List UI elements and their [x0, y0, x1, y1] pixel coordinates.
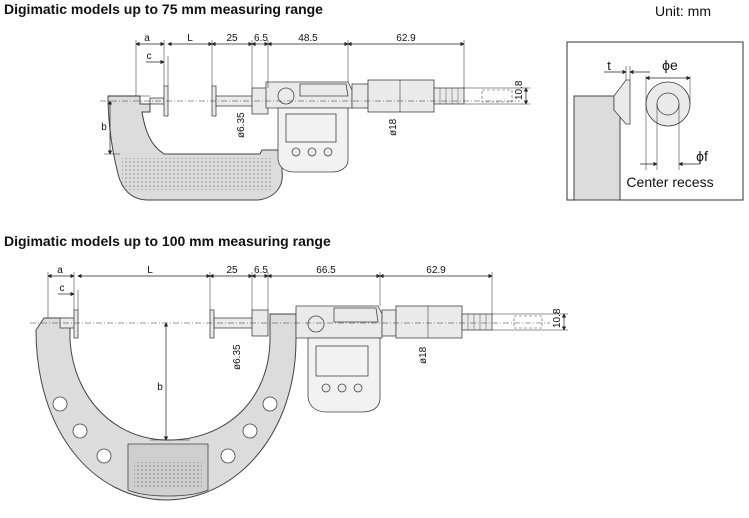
top-micrometer: a c L 25 6.5 48.5 62.9 b ø6.35 ø18 10.8 [100, 33, 530, 201]
bottom-anvil-disc [73, 309, 79, 339]
top-lock-knob [277, 87, 295, 105]
top-dim-L: L [187, 33, 193, 44]
detail-phi-e: ϕe [662, 57, 678, 73]
top-thimble [367, 79, 435, 113]
bottom-button-1 [321, 383, 331, 393]
bottom-dim-c: c [60, 283, 65, 294]
bottom-dim-66-5: 66.5 [316, 265, 336, 276]
bottom-dim-L: L [147, 265, 153, 276]
bottom-dim-10-8: 10.8 [552, 308, 563, 328]
unit-label: Unit: mm [655, 3, 711, 19]
top-dim-phi18: ø18 [388, 118, 399, 136]
bottom-dim-25: 25 [226, 265, 238, 276]
detail-center-recess: Center recess [626, 174, 713, 190]
detail-phi-f: ϕf [696, 148, 708, 164]
top-dim-48-5: 48.5 [298, 33, 318, 44]
top-dim-10-8: 10.8 [514, 80, 525, 100]
bottom-dim-a: a [57, 265, 63, 276]
top-dim-62-9: 62.9 [396, 33, 416, 44]
bottom-micrometer: a c L 25 6.5 66.5 62.9 b ø6.35 ø18 10.8 [30, 265, 568, 501]
top-dim-6-5: 6.5 [254, 33, 268, 44]
bottom-thimble [395, 305, 463, 339]
bottom-button-2 [337, 383, 347, 393]
bottom-spindle-disc [209, 309, 215, 339]
top-dim-c: c [147, 51, 152, 62]
bottom-grip-texture [134, 462, 202, 488]
top-button-3 [323, 147, 333, 157]
bottom-dim-62-9: 62.9 [426, 265, 446, 276]
top-button-2 [307, 147, 317, 157]
bottom-dim-b: b [157, 382, 163, 393]
title-top: Digimatic models up to 75 mm measuring r… [4, 1, 323, 17]
top-button-1 [291, 147, 301, 157]
top-barrel [351, 83, 369, 109]
top-dim-b: b [101, 122, 107, 133]
bottom-dim-phi18: ø18 [418, 346, 429, 364]
title-bottom: Digimatic models up to 100 mm measuring … [4, 233, 331, 249]
top-dim-phi635: ø6.35 [236, 112, 247, 138]
top-ratchet-band [299, 83, 349, 97]
top-dim-a: a [144, 33, 150, 44]
detail-t: t [607, 58, 611, 73]
top-dim-25: 25 [226, 33, 238, 44]
top-lcd-screen [285, 113, 337, 143]
detail-face-recess [656, 92, 680, 116]
top-ratchet [433, 87, 465, 105]
center-recess-detail: t ϕe ϕf Center recess [566, 41, 744, 201]
detail-anvil-body [573, 95, 621, 201]
bottom-lock-knob [307, 315, 325, 333]
bottom-ratchet-band [333, 307, 379, 323]
bottom-dim-phi635: ø6.35 [232, 344, 243, 370]
bottom-lcd-screen [315, 345, 369, 377]
bottom-ratchet [461, 313, 493, 331]
bottom-button-3 [353, 383, 363, 393]
bottom-dim-6-5: 6.5 [254, 265, 268, 276]
top-grip-texture [122, 158, 272, 190]
